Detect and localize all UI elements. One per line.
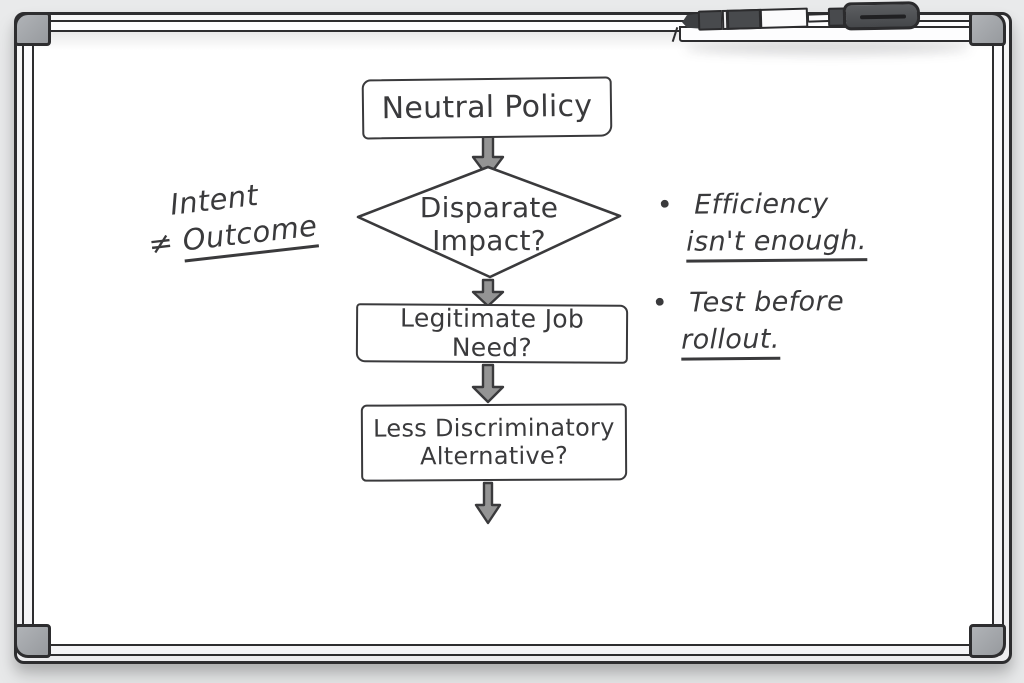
node-label: Legitimate Job Need? xyxy=(400,303,585,362)
corner-cap-top-right xyxy=(969,12,1006,46)
node-label-line1: Disparate xyxy=(419,190,559,224)
underlined-text: rollout. xyxy=(681,323,780,361)
flowchart-node-legitimate-job-need: Legitimate Job Need? xyxy=(355,303,629,364)
annotation-text: Test before xyxy=(688,286,845,319)
node-label-line1: Less Discriminatory xyxy=(373,413,615,443)
node-label: Neutral Policy xyxy=(381,88,593,127)
annotation-line: • Test before xyxy=(652,286,844,319)
annotation-efficiency-note: • Efficiency isn't enough. xyxy=(657,188,867,263)
decision-diamond-shape xyxy=(356,165,622,279)
down-arrow-icon xyxy=(471,278,505,308)
flowchart-node-disparate-impact: Disparate Impact? xyxy=(356,182,622,266)
annotation-text: Efficiency xyxy=(693,188,829,221)
annotation-test-rollout-note: • Test before rollout. xyxy=(652,286,845,361)
flowchart-node-less-discriminatory-alternative: Less Discriminatory Alternative? xyxy=(360,403,628,482)
underlined-text: isn't enough. xyxy=(686,225,867,263)
corner-cap-bottom-right xyxy=(969,624,1006,658)
down-arrow-icon xyxy=(471,134,505,179)
node-label-line2: Alternative? xyxy=(419,441,569,470)
not-equal-symbol: ≠ xyxy=(146,224,176,262)
flowchart-node-neutral-policy: Neutral Policy xyxy=(361,76,613,140)
down-arrow-icon xyxy=(471,363,505,404)
tray-shadow xyxy=(684,42,970,55)
bullet-icon: • xyxy=(651,287,669,319)
down-arrow-icon xyxy=(474,481,502,525)
corner-cap-bottom-left xyxy=(14,624,51,658)
node-label-line2: Impact? xyxy=(432,224,546,257)
annotation-line: • Efficiency xyxy=(656,188,867,221)
bullet-icon: • xyxy=(656,189,674,221)
corner-cap-top-left xyxy=(14,12,51,46)
node-label: Less Discriminatory Alternative? xyxy=(373,413,615,470)
